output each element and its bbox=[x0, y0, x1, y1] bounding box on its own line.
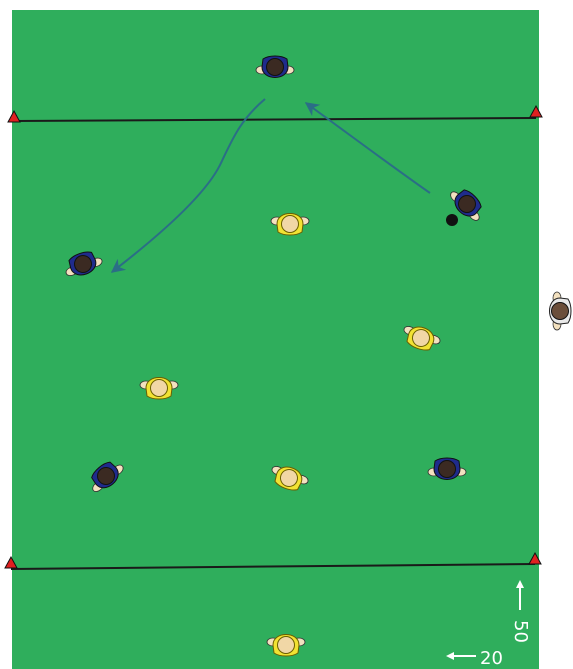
player-neutral-sideline bbox=[550, 292, 572, 330]
width-label: 20 bbox=[480, 648, 503, 669]
ball bbox=[446, 214, 458, 226]
pitch bbox=[12, 10, 539, 669]
length-label: 50 bbox=[510, 620, 531, 643]
